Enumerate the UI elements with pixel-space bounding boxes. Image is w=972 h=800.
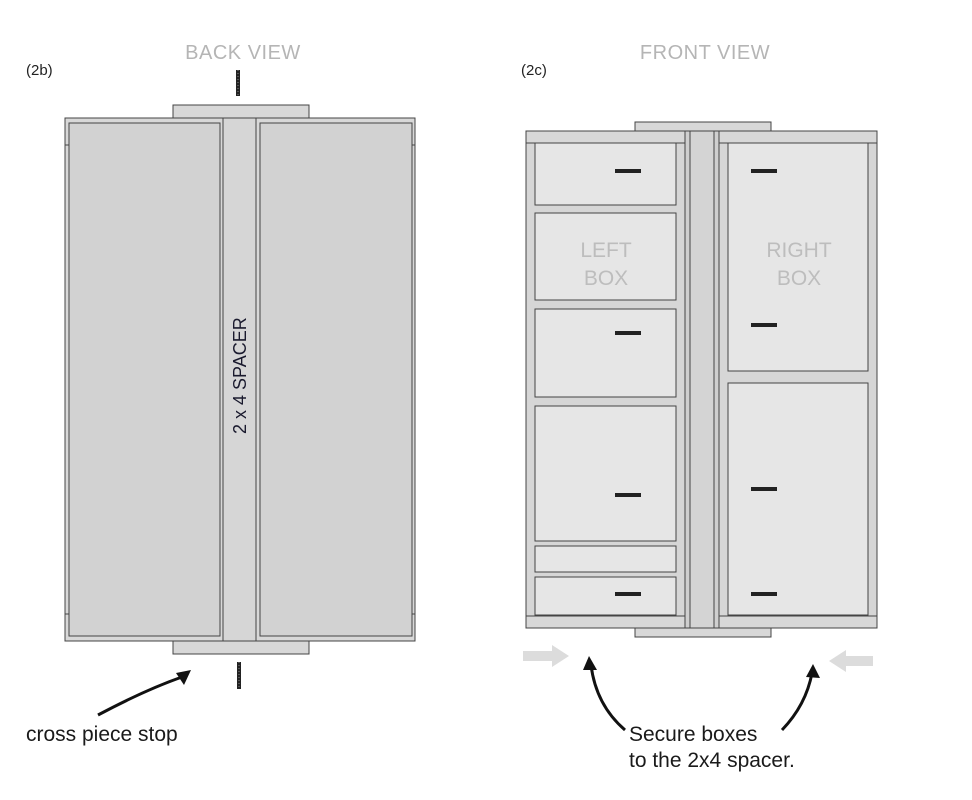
back-view-assembly [64,104,416,655]
left-shelf [534,405,677,542]
curved-arrow-icon [97,670,191,717]
figure-label-2c: (2c) [521,62,547,79]
back-left-panel [68,122,221,637]
right-shelf [727,142,869,372]
left-box-label-line2: BOX [584,267,628,290]
left-shelf [534,308,677,398]
left-shelf [534,212,677,301]
back-view-title: BACK VIEW [185,42,301,64]
top-cross-piece-stop [172,104,310,120]
screw-icon [615,169,777,596]
left-box-label-line1: LEFT [580,239,632,262]
push-right-arrow-icon [523,645,569,667]
cross-piece-annotation: cross piece stop [26,723,178,746]
secure-annotation-line1: Secure boxes [629,723,758,746]
left-shelf [534,545,677,573]
push-left-arrow-icon [829,650,873,672]
bottom-cross-piece-stop [172,639,310,655]
front-view-title: FRONT VIEW [639,42,771,64]
curved-arrow-icon [583,656,626,732]
back-right-panel [259,122,413,637]
right-box-label-line2: BOX [777,267,821,290]
left-shelf [534,576,677,616]
left-shelf [534,142,677,206]
front-view-assembly [525,121,878,638]
curved-arrow-icon [780,664,820,732]
spacer-label: 2 x 4 SPACER [230,317,250,434]
figure-label-2b: (2b) [26,62,53,79]
back-spacer [222,117,257,642]
secure-annotation-line2: to the 2x4 spacer. [629,749,795,772]
right-shelf [727,382,869,616]
right-box-label-line1: RIGHT [766,239,832,262]
